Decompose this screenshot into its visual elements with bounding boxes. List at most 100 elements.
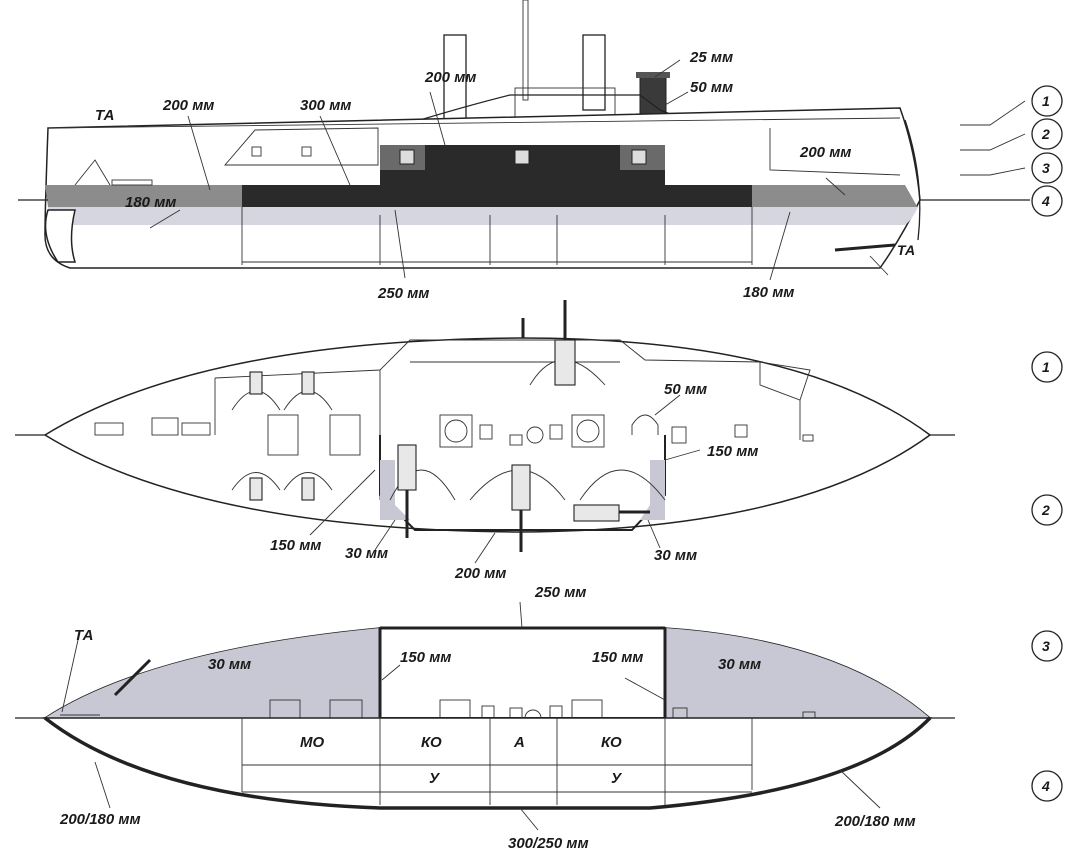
armor-label: 300 мм — [300, 97, 351, 114]
armor-label: 180 мм — [743, 284, 794, 301]
leader — [654, 59, 681, 78]
leader — [654, 394, 681, 416]
belt-outline — [43, 716, 932, 810]
deck-30-fore — [45, 628, 380, 718]
marker-3-circle — [1031, 152, 1063, 184]
compartment-label: КО — [601, 734, 622, 751]
ta-label: ТА — [74, 627, 93, 644]
casemate-gun — [573, 504, 620, 522]
leader — [769, 211, 791, 281]
deck-plan: 50 мм 150 мм 150 мм 30 мм 200 мм 30 мм — [15, 300, 955, 582]
armor-label: 30 мм — [654, 547, 697, 564]
fore-superstructure — [224, 127, 379, 166]
leader — [94, 761, 111, 809]
main-gun — [554, 339, 576, 386]
marker-1-circle — [1031, 351, 1063, 383]
leader — [374, 519, 396, 551]
armor-label: 200 мм — [424, 69, 476, 86]
marker-4-circle — [1031, 185, 1063, 217]
armor-label: 150 мм — [400, 649, 451, 666]
leader — [394, 209, 406, 279]
conning-tower-top — [631, 414, 659, 435]
armor-label: 150 мм — [592, 649, 643, 666]
ta-fore — [111, 179, 153, 186]
marker-1-circle — [1031, 85, 1063, 117]
marker-number: 2 — [1041, 126, 1050, 142]
side-view: ТА 200 мм 300 мм 200 мм 25 мм 50 мм 200 … — [18, 0, 1030, 302]
marker-2-circle — [1031, 118, 1063, 150]
gun-port-3 — [631, 149, 647, 165]
gun-mount — [249, 477, 263, 501]
leader — [187, 115, 211, 191]
armor-label: 250 мм — [377, 285, 429, 302]
level-line-3 — [960, 167, 1026, 176]
marker-number: 4 — [1041, 193, 1050, 209]
leader — [309, 469, 376, 536]
leader — [825, 177, 846, 196]
mast-base — [526, 426, 544, 444]
vent — [549, 424, 563, 440]
leader — [624, 677, 666, 701]
leader — [429, 91, 446, 146]
marker-3-circle — [1031, 630, 1063, 662]
leader — [474, 532, 496, 564]
lower-plan: 250 мм ТА 30 мм 150 мм 150 мм 30 мм МО К… — [15, 584, 955, 852]
armor-label: 50 мм — [664, 381, 707, 398]
vent — [734, 424, 748, 438]
boiler-hatch — [571, 414, 605, 448]
armor-label: 200 мм — [162, 97, 214, 114]
marker-4-circle — [1031, 770, 1063, 802]
compartment-label: У — [611, 770, 623, 787]
marker-number: 1 — [1042, 359, 1050, 375]
vent — [509, 434, 523, 446]
armor-label: 200 мм — [454, 565, 506, 582]
gun-mount — [301, 371, 315, 395]
armor-label: 150 мм — [270, 537, 321, 554]
central-box — [379, 627, 666, 719]
marker-number: 3 — [1042, 638, 1050, 654]
compartment-label: У — [429, 770, 441, 787]
armor-label: 300/250 мм — [508, 835, 589, 852]
armor-label: 30 мм — [345, 545, 388, 562]
compartment-label: КО — [421, 734, 442, 751]
level-line-2 — [960, 133, 1026, 151]
hold-half — [42, 717, 932, 809]
leader — [664, 91, 689, 106]
funnel-base — [444, 419, 468, 443]
ta-aft — [834, 243, 896, 252]
conning-tower-roof — [636, 72, 670, 78]
stern-post — [904, 119, 921, 241]
compartment-label: МО — [300, 734, 324, 751]
armor-label: 150 мм — [707, 443, 758, 460]
leader — [381, 664, 401, 681]
lower-strake — [48, 207, 918, 225]
leader — [519, 807, 539, 831]
ram-bow — [44, 209, 77, 263]
gun-port-2 — [514, 149, 530, 165]
mast — [522, 0, 529, 101]
skylight — [329, 414, 361, 456]
marker-number: 1 — [1042, 93, 1050, 109]
armor-label: 25 мм — [689, 49, 733, 66]
gun-arc — [579, 469, 666, 501]
leader — [519, 601, 523, 629]
leader — [869, 255, 889, 276]
funnel-aft — [582, 34, 606, 111]
deck-hull — [43, 337, 932, 533]
skylight — [267, 414, 299, 456]
vent — [671, 426, 687, 444]
casemate-gun — [511, 464, 531, 511]
gun-port-1 — [399, 149, 415, 165]
gun-arc — [389, 469, 456, 501]
level-line-1 — [960, 100, 1026, 126]
marker-2-circle — [1031, 494, 1063, 526]
armor-label: 50 мм — [690, 79, 733, 96]
leader — [61, 639, 79, 713]
leader — [149, 209, 181, 229]
casemate-corner-left — [380, 460, 410, 520]
vent — [479, 424, 493, 440]
ta-label: ТА — [95, 107, 114, 124]
hatch — [181, 422, 211, 436]
gun-arc — [283, 472, 333, 491]
upper-deck-line — [47, 117, 901, 129]
